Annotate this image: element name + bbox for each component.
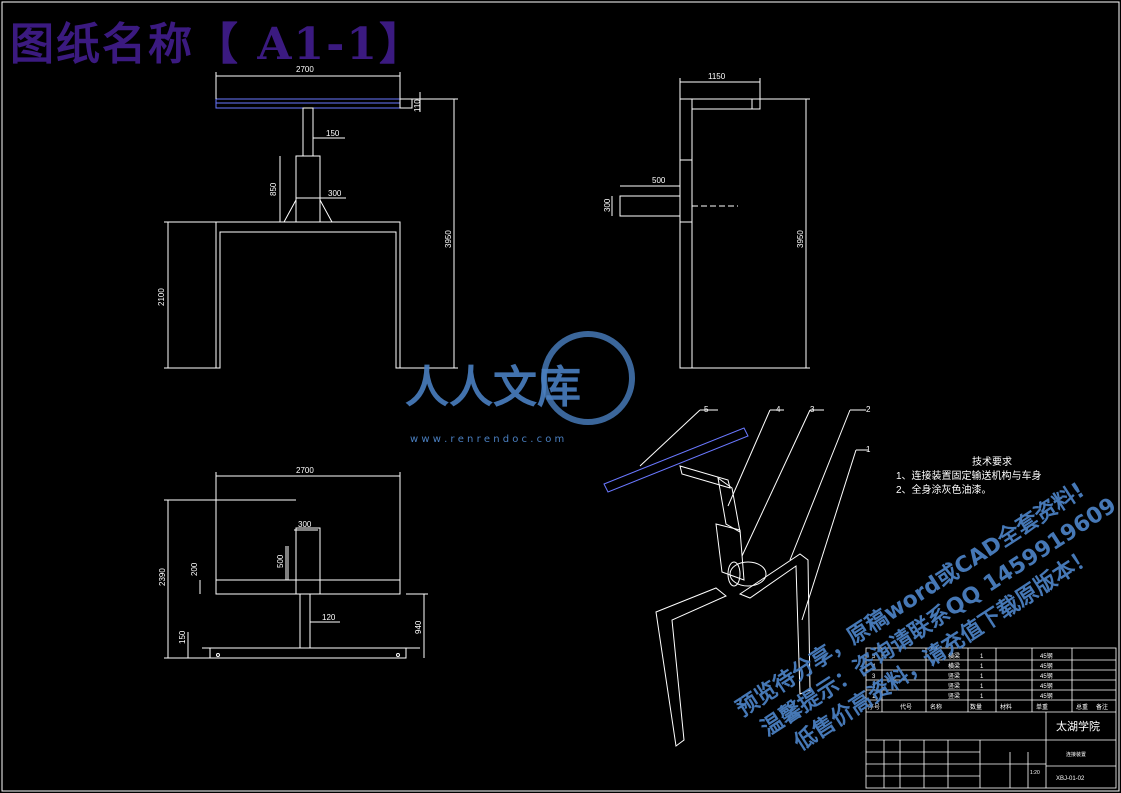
bom-cell: 45钢 bbox=[1040, 652, 1053, 660]
bom-cell: 1 bbox=[980, 674, 984, 680]
bom-cell: 1 bbox=[980, 694, 984, 700]
drawing-scale: 1:20 bbox=[1030, 770, 1040, 776]
bom-cell: 5 bbox=[872, 654, 876, 660]
side-dim-500: 500 bbox=[652, 176, 666, 185]
bom-cell: 2 bbox=[872, 684, 876, 690]
front-dim-150: 150 bbox=[326, 129, 340, 138]
side-arm bbox=[691, 98, 753, 110]
side-dim-3950: 3950 bbox=[796, 230, 805, 248]
bom-cell: 45钢 bbox=[1040, 662, 1053, 670]
top-dim-500: 500 bbox=[276, 554, 285, 568]
top-base bbox=[209, 647, 407, 659]
watermark: 人人文库 w w w . r e n r e n d o c . c o m 预… bbox=[405, 331, 1121, 757]
top-dim-200: 200 bbox=[190, 562, 199, 576]
bom-cell: 4 bbox=[872, 664, 876, 670]
drawing-name: 连接装置 bbox=[1066, 751, 1086, 758]
callout-1: 1 bbox=[866, 445, 871, 454]
top-dim-150: 150 bbox=[178, 630, 187, 644]
side-bracket bbox=[619, 195, 681, 217]
callout-2: 2 bbox=[866, 405, 871, 414]
bom-header-cell: 数量 bbox=[970, 703, 982, 711]
bom-cell: 1 bbox=[980, 684, 984, 690]
iso-frame-left bbox=[655, 587, 727, 747]
bom-header-cell: 代号 bbox=[900, 703, 912, 711]
callout-4: 4 bbox=[776, 405, 781, 414]
tech-heading: 技术要求 bbox=[972, 457, 1012, 468]
front-dim-2700: 2700 bbox=[296, 65, 314, 74]
bom-cell: 1 bbox=[872, 694, 876, 700]
tech-requirements: 技术要求 1、连接装置固定输送机构与车身 2、全身涂灰色油漆。 bbox=[896, 456, 1042, 498]
bom-header-cell: 总重 bbox=[1076, 703, 1088, 711]
bom-cell: 竖梁 bbox=[948, 682, 960, 690]
top-lower-post bbox=[299, 593, 311, 649]
watermark-logo: 人人文库 bbox=[405, 362, 581, 413]
top-dim-2390: 2390 bbox=[158, 568, 167, 586]
front-dim-850: 850 bbox=[269, 182, 278, 196]
iso-top-beam bbox=[603, 427, 749, 493]
bom-cell: 竖梁 bbox=[948, 692, 960, 700]
top-view bbox=[164, 472, 428, 659]
iso-frame-right bbox=[738, 553, 811, 695]
callout-3: 3 bbox=[810, 405, 815, 414]
top-post bbox=[295, 527, 321, 595]
watermark-circle-icon bbox=[541, 331, 635, 425]
bom-table bbox=[865, 647, 1117, 789]
bom-cell: 1 bbox=[980, 664, 984, 670]
bom-header-cell: 备注 bbox=[1096, 703, 1108, 711]
side-dim-300: 300 bbox=[603, 198, 612, 212]
school-name: 太湖学院 bbox=[1056, 719, 1100, 733]
bom-cell: 1 bbox=[980, 654, 984, 660]
side-dim-1150: 1150 bbox=[708, 72, 726, 81]
drawing-number: XBJ-01-02 bbox=[1056, 776, 1085, 782]
bom-cell: 竖梁 bbox=[948, 672, 960, 680]
callout-5: 5 bbox=[704, 405, 709, 414]
bom-header-cell: 材料 bbox=[1000, 703, 1012, 711]
top-crossbar bbox=[215, 579, 401, 595]
front-view bbox=[164, 72, 458, 369]
tech-item-1: 1、连接装置固定输送机构与车身 bbox=[896, 471, 1042, 482]
side-post bbox=[679, 98, 693, 369]
bom-header-cell: 序号 bbox=[868, 703, 880, 711]
bom-cell: 45钢 bbox=[1040, 692, 1053, 700]
isometric-view bbox=[603, 409, 868, 747]
front-lower-post bbox=[295, 155, 321, 223]
top-dim-2700: 2700 bbox=[296, 466, 314, 475]
bom-cell: 横梁 bbox=[948, 662, 960, 670]
bom-cell: 45钢 bbox=[1040, 682, 1053, 690]
watermark-url: w w w . r e n r e n d o c . c o m bbox=[410, 434, 564, 445]
top-dim-120: 120 bbox=[322, 613, 336, 622]
front-dim-110: 110 bbox=[413, 99, 422, 112]
bom-cell: 3 bbox=[872, 674, 876, 680]
front-gussets bbox=[283, 199, 333, 223]
iso-arm bbox=[679, 465, 731, 489]
front-frame bbox=[215, 221, 401, 369]
iso-joint bbox=[729, 561, 767, 587]
front-dim-300: 300 bbox=[328, 189, 342, 198]
tech-item-2: 2、全身涂灰色油漆。 bbox=[896, 485, 992, 496]
front-dim-2100: 2100 bbox=[157, 288, 166, 306]
side-view bbox=[611, 78, 810, 369]
front-beam-end bbox=[399, 98, 413, 109]
bom-cell: 横梁 bbox=[948, 652, 960, 660]
bom-header-cell: 名称 bbox=[930, 703, 942, 711]
top-dim-940: 940 bbox=[414, 620, 423, 634]
top-dim-300: 300 bbox=[298, 520, 312, 529]
front-upper-post bbox=[302, 107, 314, 157]
bom-header-cell: 单重 bbox=[1036, 703, 1048, 711]
drawing-title: 图纸名称【 A1-1】 bbox=[10, 19, 425, 70]
bom-cell: 45钢 bbox=[1040, 672, 1053, 680]
iso-lower-post bbox=[715, 523, 745, 581]
front-dim-3950: 3950 bbox=[444, 230, 453, 248]
